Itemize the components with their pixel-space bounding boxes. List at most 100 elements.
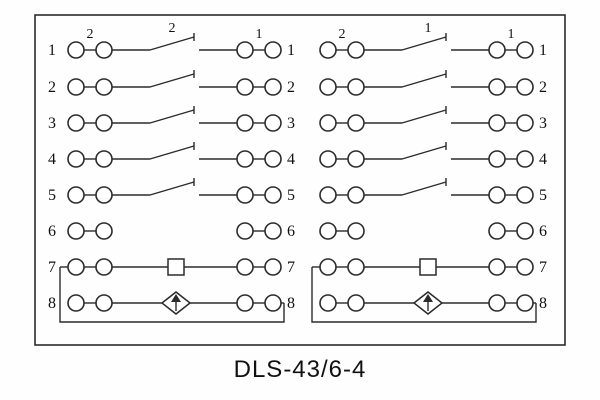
- switch-blade: [401, 36, 447, 51]
- row-label-left: 5: [48, 187, 56, 204]
- terminal-circle: [264, 258, 282, 276]
- terminal-circle: [95, 258, 113, 276]
- row-label-right: 5: [539, 187, 547, 204]
- terminal-circle: [264, 222, 282, 240]
- row-label-left: 4: [48, 151, 56, 168]
- row-label-left: 8: [48, 295, 56, 312]
- terminal-circle: [319, 150, 337, 168]
- terminal-circle: [67, 222, 85, 240]
- row-label-right: 8: [287, 295, 295, 312]
- terminal-circle: [95, 114, 113, 132]
- row-label-right: 3: [539, 115, 547, 132]
- terminal-circle: [516, 186, 534, 204]
- diode-arrow-icon: [171, 294, 181, 302]
- terminal-circle: [347, 186, 365, 204]
- terminal-circle: [347, 150, 365, 168]
- terminal-circle: [488, 150, 506, 168]
- terminal-circle: [236, 258, 254, 276]
- terminal-circle: [516, 41, 534, 59]
- terminal-circle: [319, 78, 337, 96]
- terminal-circle: [488, 114, 506, 132]
- terminal-circle: [516, 78, 534, 96]
- terminal-circle: [95, 294, 113, 312]
- coil-loop-wire: [59, 267, 285, 323]
- terminal-circle: [264, 41, 282, 59]
- row-label-left: 2: [48, 79, 56, 96]
- terminal-circle: [67, 258, 85, 276]
- switch-blade: [149, 181, 195, 196]
- terminal-circle: [347, 41, 365, 59]
- pole-label: 1: [256, 27, 263, 42]
- terminal-circle: [95, 150, 113, 168]
- pole-label: 1: [425, 21, 432, 36]
- row-label-left: 7: [48, 259, 56, 276]
- terminal-circle: [236, 150, 254, 168]
- terminal-circle: [488, 78, 506, 96]
- terminal-circle: [347, 222, 365, 240]
- terminal-circle: [319, 222, 337, 240]
- switch-blade: [401, 109, 447, 124]
- terminal-circle: [347, 258, 365, 276]
- terminal-circle: [236, 294, 254, 312]
- row-label-right: 7: [287, 259, 295, 276]
- terminal-circle: [236, 186, 254, 204]
- terminal-circle: [264, 294, 282, 312]
- terminal-circle: [236, 78, 254, 96]
- terminal-circle: [488, 294, 506, 312]
- terminal-circle: [67, 186, 85, 204]
- terminal-circle: [67, 114, 85, 132]
- terminal-circle: [264, 150, 282, 168]
- row-label-right: 6: [539, 223, 547, 240]
- row-label-right: 1: [539, 42, 547, 59]
- pole-label: 2: [339, 27, 346, 42]
- switch-blade: [401, 73, 447, 88]
- row-label-right: 2: [539, 79, 547, 96]
- terminal-circle: [516, 258, 534, 276]
- row-label-left: 3: [48, 115, 56, 132]
- switch-blade: [149, 109, 195, 124]
- terminal-circle: [319, 114, 337, 132]
- terminal-circle: [236, 222, 254, 240]
- terminal-circle: [67, 41, 85, 59]
- pole-label: 2: [87, 27, 94, 42]
- row-label-right: 8: [539, 295, 547, 312]
- terminal-circle: [264, 114, 282, 132]
- terminal-circle: [236, 41, 254, 59]
- diagram-border: [34, 14, 566, 346]
- terminal-circle: [67, 78, 85, 96]
- terminal-circle: [264, 186, 282, 204]
- terminal-circle: [347, 78, 365, 96]
- terminal-circle: [95, 78, 113, 96]
- terminal-circle: [319, 258, 337, 276]
- row-label-right: 4: [287, 151, 295, 168]
- switch-blade: [401, 145, 447, 160]
- terminal-circle: [95, 222, 113, 240]
- terminal-circle: [516, 150, 534, 168]
- terminal-circle: [347, 114, 365, 132]
- terminal-circle: [516, 294, 534, 312]
- terminal-circle: [319, 294, 337, 312]
- terminal-circle: [264, 78, 282, 96]
- terminal-circle: [488, 222, 506, 240]
- terminal-circle: [488, 41, 506, 59]
- row-label-right: 2: [287, 79, 295, 96]
- row-label-right: 5: [287, 187, 295, 204]
- terminal-circle: [95, 186, 113, 204]
- switch-blade: [149, 36, 195, 51]
- row-label-right: 7: [539, 259, 547, 276]
- terminal-circle: [347, 294, 365, 312]
- diagram-caption: DLS-43/6-4: [234, 356, 367, 383]
- diode-arrow-icon: [423, 294, 433, 302]
- terminal-circle: [319, 41, 337, 59]
- terminal-circle: [67, 150, 85, 168]
- terminal-circle: [319, 186, 337, 204]
- row-label-right: 4: [539, 151, 547, 168]
- terminal-circle: [236, 114, 254, 132]
- resistor-square: [419, 258, 437, 276]
- pole-label: 2: [169, 21, 176, 36]
- pole-label: 1: [508, 27, 515, 42]
- terminal-circle: [488, 258, 506, 276]
